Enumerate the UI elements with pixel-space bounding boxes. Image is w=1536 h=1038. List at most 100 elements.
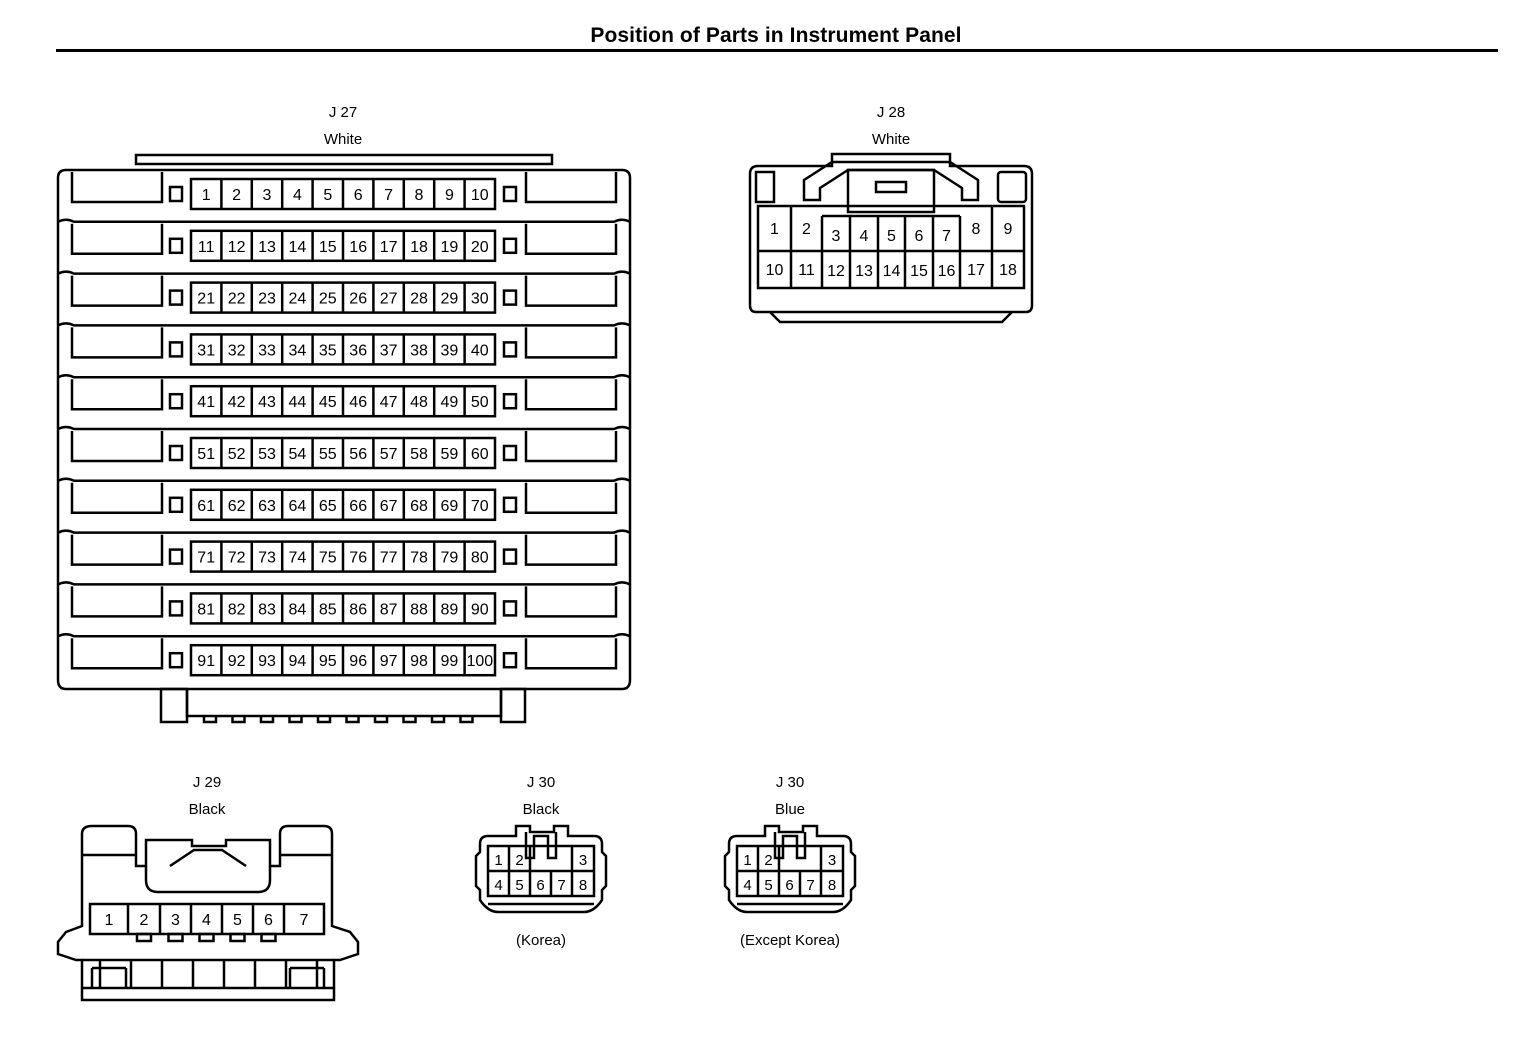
j30-except-code: J 30 <box>776 774 804 791</box>
j27-pin: 48 <box>410 394 428 411</box>
j27-pin: 73 <box>258 550 276 567</box>
j28-pin: 12 <box>827 263 845 280</box>
j30-except-note: (Except Korea) <box>740 932 840 949</box>
j29-pin: 5 <box>233 912 242 929</box>
j28-pin: 11 <box>798 262 815 279</box>
j27-pin: 69 <box>441 498 459 515</box>
j27-pin: 89 <box>441 601 459 618</box>
j27-pin: 1 <box>202 187 211 204</box>
j28-housing <box>748 152 1034 314</box>
j27-pin: 5 <box>323 187 332 204</box>
j27-pin: 9 <box>445 187 454 204</box>
j30-pin: 5 <box>515 877 523 894</box>
j30-korea-note: (Korea) <box>516 932 566 949</box>
j27-pin: 78 <box>410 550 428 567</box>
j27-pin: 36 <box>349 342 367 359</box>
j29-pin: 7 <box>300 912 309 929</box>
j27-pin: 81 <box>197 601 215 618</box>
j27-row-marker <box>168 185 184 203</box>
j30-pin: 6 <box>785 877 793 894</box>
j30-pin: 4 <box>494 877 502 894</box>
j27-pin: 2 <box>232 187 241 204</box>
j27-pin: 11 <box>198 239 215 256</box>
j30-pin: 8 <box>828 877 836 894</box>
j27-row-marker <box>168 548 184 565</box>
j27-row-marker <box>168 341 184 358</box>
j27-pin: 14 <box>289 239 307 256</box>
j28-color: White <box>872 131 910 148</box>
j29-lock <box>144 866 272 894</box>
j27-pin: 86 <box>349 601 367 618</box>
j27-pin: 57 <box>380 446 398 463</box>
j27-pin: 87 <box>380 601 398 618</box>
j27-pin: 46 <box>349 394 367 411</box>
j27-pin: 34 <box>289 342 307 359</box>
j27-pin: 7 <box>384 187 393 204</box>
j27-pin: 47 <box>380 394 398 411</box>
j27-pin: 43 <box>258 394 276 411</box>
j30-pin: 2 <box>764 852 772 869</box>
j27-pin: 18 <box>410 239 428 256</box>
j28-pin: 8 <box>972 221 981 238</box>
j27-row-marker <box>502 185 518 203</box>
j27-pin: 28 <box>410 291 428 308</box>
j28-pin: 6 <box>915 228 924 245</box>
j27-pin: 8 <box>415 187 424 204</box>
j30-pin: 7 <box>806 877 814 894</box>
j30-pin: 7 <box>557 877 565 894</box>
j28-pin: 16 <box>938 263 956 280</box>
j29-bottom-terminals <box>82 958 334 990</box>
j27-pin: 80 <box>471 550 489 567</box>
j28-pin: 9 <box>1004 221 1013 238</box>
j29-housing <box>56 824 360 1002</box>
j28-pin: 1 <box>770 221 779 238</box>
j27-row-marker <box>502 496 518 514</box>
j27-row-marker <box>168 392 184 410</box>
j27-pin: 91 <box>197 653 215 670</box>
j30-pin: 8 <box>579 877 587 894</box>
j27-pin: 15 <box>319 239 337 256</box>
j28-pin: 10 <box>766 262 784 279</box>
j27-bottom-latch <box>159 687 527 724</box>
j27-row-marker <box>168 651 184 669</box>
j27-pin: 70 <box>471 498 489 515</box>
j27-pin: 32 <box>228 342 246 359</box>
j27-pin: 19 <box>441 239 459 256</box>
j27-pin: 76 <box>349 550 367 567</box>
j30-pin: 3 <box>579 852 587 869</box>
j28-pin: 15 <box>910 263 928 280</box>
j27-pin: 33 <box>258 342 276 359</box>
j27-row-marker <box>502 341 518 358</box>
j30-pin: 5 <box>764 877 772 894</box>
j27-pin: 51 <box>197 446 215 463</box>
j28-code: J 28 <box>877 104 905 121</box>
j27-pin: 60 <box>471 446 489 463</box>
j27-row-marker <box>168 237 184 255</box>
j27-pin: 44 <box>289 394 307 411</box>
j29-pin: 6 <box>264 912 273 929</box>
j27-pin: 90 <box>471 601 489 618</box>
j28-pin: 3 <box>832 228 841 245</box>
j27-pin: 99 <box>441 653 459 670</box>
j27-row-marker <box>502 651 518 669</box>
j27-pin: 93 <box>258 653 276 670</box>
j27-row-marker <box>168 289 184 306</box>
j27-pin: 75 <box>319 550 337 567</box>
j27-row-marker <box>502 289 518 306</box>
j27-pin: 35 <box>319 342 337 359</box>
j29-code: J 29 <box>193 774 221 791</box>
title-rule <box>56 49 1498 52</box>
j29-pin: 2 <box>140 912 149 929</box>
j27-pin: 98 <box>410 653 428 670</box>
j27-pin: 79 <box>441 550 459 567</box>
